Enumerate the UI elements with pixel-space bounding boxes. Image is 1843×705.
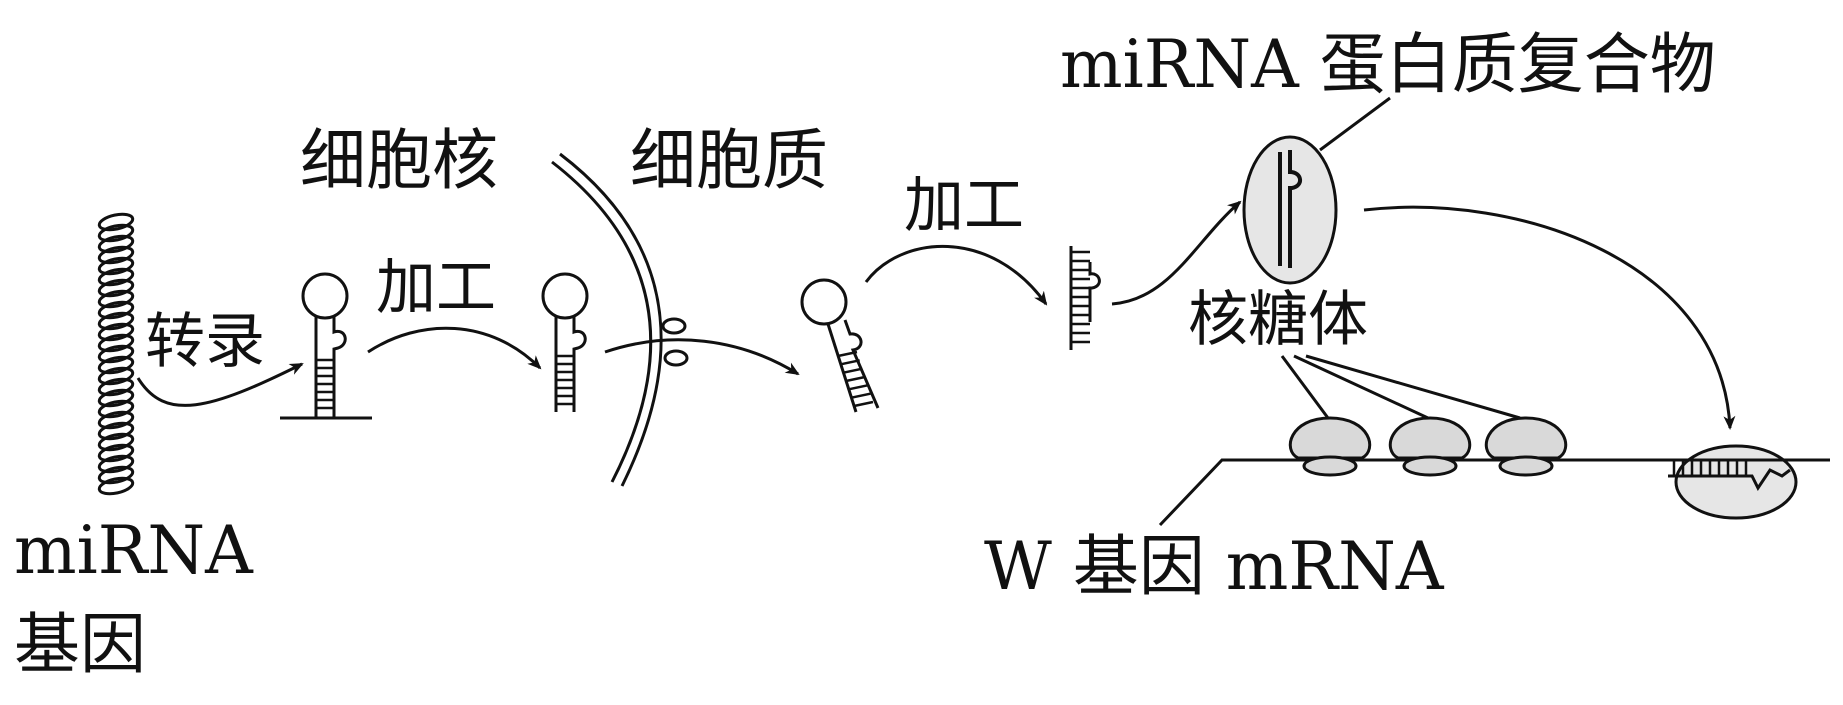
mirna-gene-label: miRNA	[14, 512, 253, 589]
w-gene-mrna-label: W 基因 mRNA	[984, 528, 1444, 605]
pre-mirna-hairpin-nucleus	[541, 272, 589, 412]
arrow-processing-1	[367, 326, 542, 370]
arrow-transcription	[136, 362, 304, 407]
ribosome-icon	[1484, 416, 1568, 477]
mirna-protein-complex-label: miRNA 蛋白质复合物	[1060, 26, 1716, 103]
ribosome-icon	[1288, 416, 1372, 477]
pre-mirna-hairpin-cytoplasm	[800, 278, 880, 413]
mirna-gene-label-line2: 基因	[14, 606, 146, 683]
arrow-processing-2	[864, 245, 1048, 306]
process-arrows	[136, 200, 1736, 430]
arrow-to-complex	[1111, 200, 1242, 306]
processing-label-1: 加工	[376, 253, 496, 323]
mirna-complex-bound-to-mrna	[1668, 444, 1800, 520]
nuclear-envelope	[551, 152, 689, 487]
arrow-export	[604, 338, 800, 376]
transcription-label: 转录	[145, 307, 265, 377]
pri-mirna-hairpin	[280, 272, 372, 420]
ribosome-icon	[1388, 416, 1472, 477]
mature-mirna-duplex	[1069, 246, 1101, 350]
nucleus-label: 细胞核	[300, 122, 498, 199]
w-gene-mrna-strand	[1158, 458, 1830, 527]
processing-label-2: 加工	[904, 171, 1024, 241]
mirna-protein-complex	[1242, 96, 1391, 285]
dna-helix-icon	[97, 212, 135, 496]
arrow-to-mrna	[1363, 205, 1736, 430]
ribosome-label: 核糖体	[1188, 285, 1368, 355]
ribosome-group	[1280, 354, 1568, 477]
cytoplasm-label: 细胞质	[630, 122, 828, 199]
